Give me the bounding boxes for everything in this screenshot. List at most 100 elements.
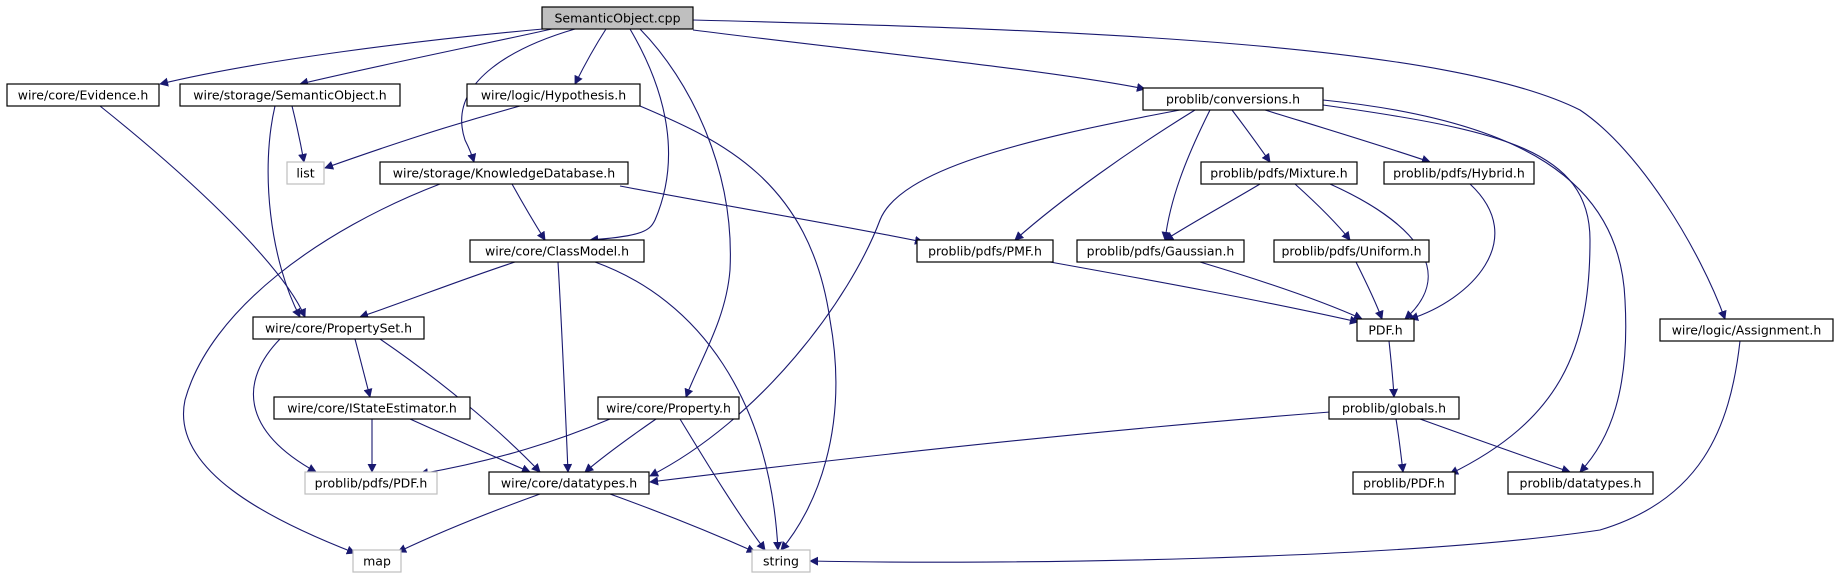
node-problib-datatypes-h[interactable]: problib/datatypes.h: [1507, 471, 1654, 495]
edge-conversions-h-to-problib-datatypes-h: [1322, 99, 1627, 473]
node-label-pmf-h: problib/pdfs/PMF.h: [928, 244, 1042, 259]
edge-uniform-h-to-pdf-h: [1355, 261, 1384, 320]
node-label-globals-h: problib/globals.h: [1342, 401, 1446, 416]
node-hypothesis-h[interactable]: wire/logic/Hypothesis.h: [466, 83, 641, 107]
node-box-istateestimator-h: [273, 396, 471, 420]
node-mixture-h[interactable]: problib/pdfs/Mixture.h: [1200, 161, 1358, 185]
node-layer: SemanticObject.cpp wire/core/Evidence.h wi…: [6, 6, 1834, 573]
node-evidence-h[interactable]: wire/core/Evidence.h: [6, 83, 160, 107]
edge-knowledgedatabase-h-to-map: [182, 183, 441, 555]
node-label-gaussian-h: problib/pdfs/Gaussian.h: [1087, 244, 1235, 259]
edge-storage-semanticobject-h-to-list: [291, 105, 307, 163]
edge-knowledgedatabase-h-to-classmodel-h: [511, 183, 546, 241]
node-uniform-h[interactable]: problib/pdfs/Uniform.h: [1273, 239, 1430, 263]
node-knowledgedatabase-h[interactable]: wire/storage/KnowledgeDatabase.h: [379, 161, 629, 185]
node-label-datatypes-h: wire/core/datatypes.h: [501, 476, 637, 491]
node-label-hybrid-h: problib/pdfs/Hybrid.h: [1393, 166, 1525, 181]
node-box-mixture-h: [1200, 161, 1358, 185]
node-label-istateestimator-h: wire/core/IStateEstimator.h: [287, 401, 457, 416]
node-pmf-h[interactable]: problib/pdfs/PMF.h: [916, 239, 1054, 263]
edge-pdf-h-to-globals-h: [1388, 340, 1399, 398]
node-classmodel-h[interactable]: wire/core/ClassModel.h: [469, 239, 645, 263]
node-storage-semanticobject-h[interactable]: wire/storage/SemanticObject.h: [179, 83, 401, 107]
node-label-storage-semanticobject-h: wire/storage/SemanticObject.h: [193, 88, 386, 103]
edge-classmodel-h-to-datatypes-h: [557, 261, 573, 473]
edge-hypothesis-h-to-string: [639, 105, 837, 551]
edge-hypothesis-h-to-list: [324, 105, 521, 170]
node-box-propertyset-h: [252, 316, 425, 340]
node-datatypes-h[interactable]: wire/core/datatypes.h: [488, 471, 650, 495]
node-box-hybrid-h: [1383, 161, 1535, 185]
edge-assignment-h-to-string: [809, 340, 1741, 566]
edge-conversions-h-to-pmf-h: [1014, 109, 1196, 241]
node-list[interactable]: list: [286, 161, 325, 185]
node-label-hypothesis-h: wire/logic/Hypothesis.h: [481, 88, 626, 103]
node-box-knowledgedatabase-h: [379, 161, 629, 185]
node-box-gaussian-h: [1076, 239, 1245, 263]
node-gaussian-h[interactable]: problib/pdfs/Gaussian.h: [1076, 239, 1245, 263]
node-box-uniform-h: [1273, 239, 1430, 263]
node-label-pdfs-pdf-h: problib/pdfs/PDF.h: [315, 476, 428, 491]
node-label-evidence-h: wire/core/Evidence.h: [18, 88, 149, 103]
edge-datatypes-h-to-string: [609, 493, 756, 553]
edge-globals-h-to-problib-pdf-h: [1395, 418, 1407, 473]
node-propertyset-h[interactable]: wire/core/PropertySet.h: [252, 316, 425, 340]
node-box-problib-pdf-h: [1352, 471, 1456, 495]
node-label-propertyset-h: wire/core/PropertySet.h: [265, 321, 412, 336]
node-box-semanticobject-cpp: [541, 6, 694, 30]
edge-semanticobject-cpp-to-assignment-h: [692, 19, 1727, 320]
edge-propertyset-h-to-pdfs-pdf-h: [252, 338, 317, 473]
edge-knowledgedatabase-h-to-pmf-h: [619, 185, 924, 245]
edge-semanticobject-cpp-to-classmodel-h: [589, 28, 670, 244]
edge-classmodel-h-to-string: [594, 261, 783, 551]
edge-semanticobject-cpp-to-knowledgedatabase-h: [461, 28, 576, 163]
edge-pmf-h-to-pdf-h: [1049, 261, 1359, 325]
node-map[interactable]: map: [352, 549, 402, 573]
node-label-uniform-h: problib/pdfs/Uniform.h: [1281, 244, 1421, 259]
node-label-pdf-h: PDF.h: [1368, 323, 1402, 338]
edge-datatypes-h-to-map: [397, 493, 541, 553]
node-label-property-h: wire/core/Property.h: [606, 401, 731, 416]
edge-hybrid-h-to-pdf-h: [1409, 183, 1496, 321]
node-box-conversions-h: [1142, 87, 1324, 111]
node-pdf-h[interactable]: PDF.h: [1356, 318, 1415, 342]
edge-semanticobject-cpp-to-property-h: [639, 28, 731, 398]
edge-evidence-h-to-propertyset-h: [99, 105, 306, 318]
node-box-list: [286, 161, 325, 185]
edge-propertyset-h-to-istateestimator-h: [354, 338, 373, 398]
node-box-datatypes-h: [488, 471, 650, 495]
edge-mixture-h-to-uniform-h: [1294, 183, 1351, 241]
node-box-pdfs-pdf-h: [304, 471, 438, 495]
node-conversions-h[interactable]: problib/conversions.h: [1142, 87, 1324, 111]
edge-property-h-to-pdfs-pdf-h: [419, 418, 611, 478]
edge-gaussian-h-to-pdf-h: [1199, 261, 1363, 320]
node-box-classmodel-h: [469, 239, 645, 263]
edge-globals-h-to-datatypes-h: [649, 411, 1331, 486]
node-box-problib-datatypes-h: [1507, 471, 1654, 495]
node-string[interactable]: string: [751, 549, 811, 573]
node-hybrid-h[interactable]: problib/pdfs/Hybrid.h: [1383, 161, 1535, 185]
edge-semanticobject-cpp-to-storage-semanticobject-h: [299, 28, 553, 87]
edge-semanticobject-cpp-to-evidence-h: [159, 28, 544, 87]
node-pdfs-pdf-h[interactable]: problib/pdfs/PDF.h: [304, 471, 438, 495]
node-label-problib-datatypes-h: problib/datatypes.h: [1520, 476, 1642, 491]
edge-conversions-h-to-datatypes-h: [649, 109, 1181, 477]
node-istateestimator-h[interactable]: wire/core/IStateEstimator.h: [273, 396, 471, 420]
node-box-evidence-h: [6, 83, 160, 107]
edge-conversions-h-to-gaussian-h: [1161, 109, 1211, 241]
node-property-h[interactable]: wire/core/Property.h: [597, 396, 740, 420]
node-label-mixture-h: problib/pdfs/Mixture.h: [1210, 166, 1347, 181]
node-problib-pdf-h[interactable]: problib/PDF.h: [1352, 471, 1456, 495]
node-semanticobject-cpp[interactable]: SemanticObject.cpp: [541, 6, 694, 30]
node-label-problib-pdf-h: problib/PDF.h: [1363, 476, 1445, 491]
node-label-conversions-h: problib/conversions.h: [1166, 92, 1300, 107]
node-assignment-h[interactable]: wire/logic/Assignment.h: [1659, 318, 1834, 342]
edge-layer: [99, 19, 1741, 566]
node-label-assignment-h: wire/logic/Assignment.h: [1672, 323, 1822, 338]
node-globals-h[interactable]: problib/globals.h: [1328, 396, 1460, 420]
edge-conversions-h-to-mixture-h: [1231, 109, 1271, 163]
edge-conversions-h-to-hybrid-h: [1264, 109, 1431, 164]
edge-mixture-h-to-gaussian-h: [1164, 183, 1261, 241]
node-label-knowledgedatabase-h: wire/storage/KnowledgeDatabase.h: [393, 166, 615, 181]
